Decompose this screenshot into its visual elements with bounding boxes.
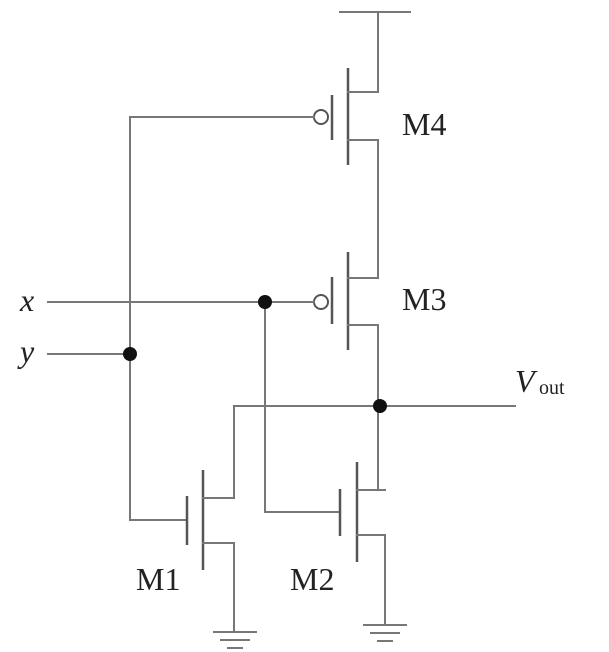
input-label-x: x <box>19 282 34 318</box>
junction-output <box>373 399 387 413</box>
label-m2: M2 <box>290 561 334 597</box>
output-label-subscript: out <box>539 377 565 399</box>
label-m1: M1 <box>136 561 180 597</box>
label-m3: M3 <box>402 281 446 317</box>
transistor-m3 <box>313 252 379 350</box>
output-label-v: V <box>515 363 538 399</box>
junction-x <box>258 295 272 309</box>
ground-symbol-m2 <box>363 624 407 642</box>
m3-gate-bubble <box>313 294 329 310</box>
ground-symbol-m1 <box>213 631 257 649</box>
transistor-m4 <box>313 68 379 165</box>
transistor-m1 <box>185 470 235 570</box>
junction-y <box>123 347 137 361</box>
transistor-m2 <box>338 462 386 562</box>
label-m4: M4 <box>402 106 446 142</box>
input-label-y: y <box>17 333 35 369</box>
m4-gate-bubble <box>313 109 329 125</box>
